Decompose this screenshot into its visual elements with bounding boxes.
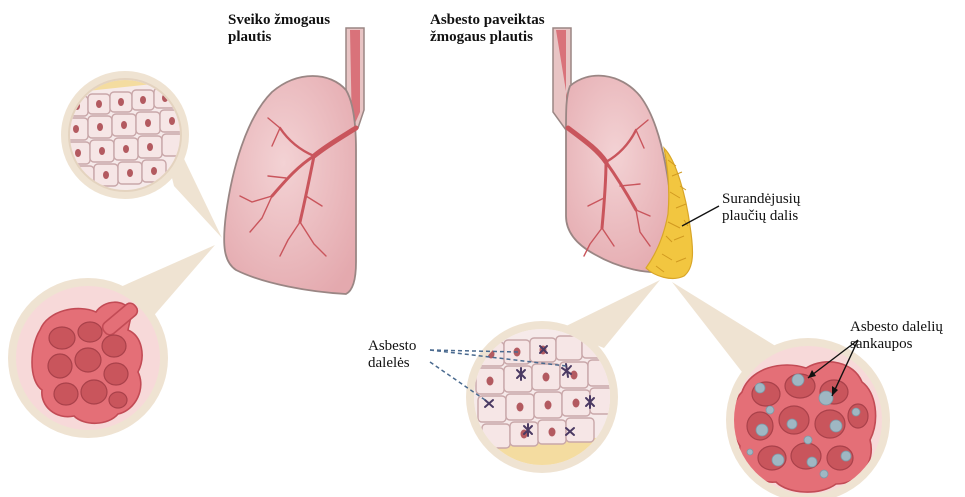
particles-label-line1: Asbesto (368, 338, 416, 354)
healthy-lung-group: Sveiko žmogaus plautis (8, 12, 364, 438)
fibrosis-label-line1: Surandėjusių (722, 191, 801, 207)
healthy-lung (224, 76, 356, 294)
affected-lung-title-line1: Asbesto paveiktas (430, 12, 545, 28)
clusters-label-line1: Asbesto dalelių (850, 319, 943, 335)
particles-label-line2: dalelės (368, 355, 410, 371)
healthy-cells-magnifier (60, 70, 190, 200)
healthy-alveoli-magnifier (8, 278, 168, 438)
healthy-lung-title-line2: plautis (228, 29, 272, 45)
affected-alveoli-magnifier (726, 338, 890, 497)
affected-lung-title-line2: žmogaus plautis (430, 29, 533, 45)
healthy-lung-title-line1: Sveiko žmogaus (228, 12, 330, 28)
affected-lung-group: Asbesto paveiktas žmogaus plautis Surand… (368, 12, 943, 497)
clusters-label-line2: sankaupos (850, 336, 913, 352)
affected-lung (566, 76, 676, 272)
fibrosis-label-line2: plaučių dalis (722, 208, 798, 224)
